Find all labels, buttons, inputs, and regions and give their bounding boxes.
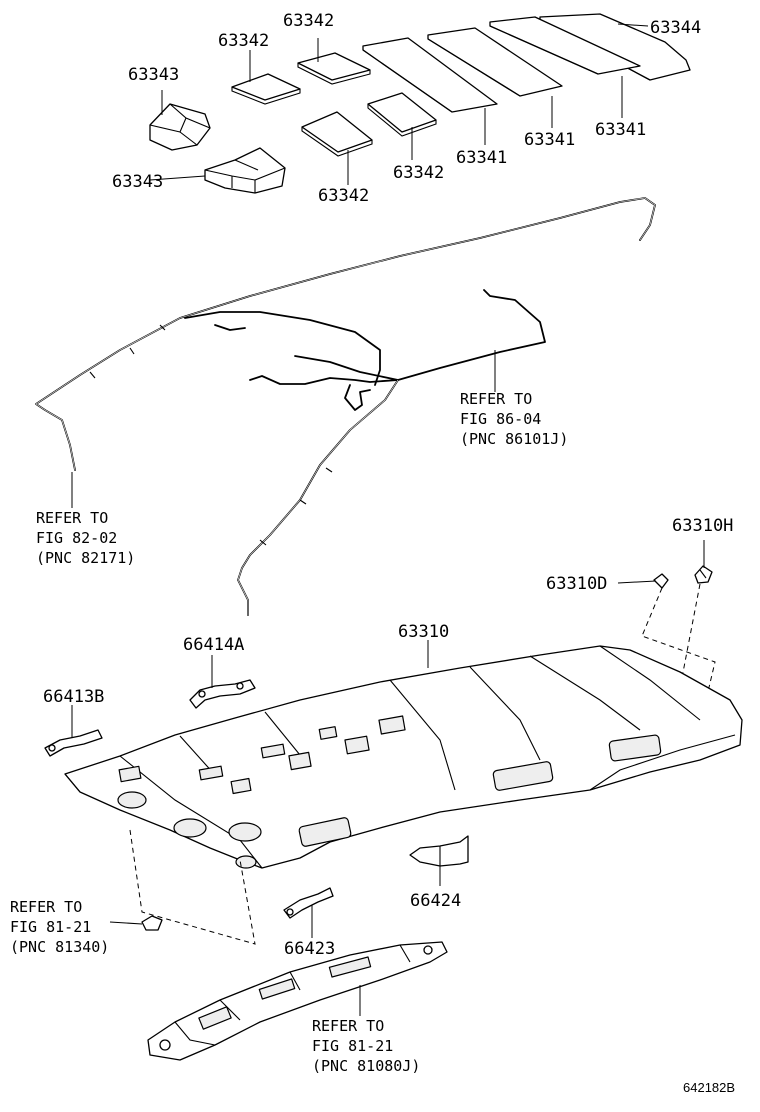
clip-63310D: [653, 573, 669, 589]
clip-63310H: [694, 565, 713, 584]
pad-63341-mid: [427, 27, 563, 97]
diagram-code: 642182B: [683, 1080, 735, 1095]
svg-text:FIG 86-04: FIG 86-04: [460, 410, 541, 428]
label-63343-b: 63343: [112, 172, 163, 192]
label-63342-b: 63342: [218, 31, 269, 51]
block-63343-top: [149, 103, 211, 151]
svg-text:FIG 81-21: FIG 81-21: [10, 918, 91, 936]
dome-lamp: [141, 915, 163, 931]
svg-text:REFER TO: REFER TO: [10, 898, 82, 916]
svg-text:(PNC 81340): (PNC 81340): [10, 938, 109, 956]
label-63342-a: 63342: [283, 11, 334, 31]
svg-text:REFER TO: REFER TO: [36, 509, 108, 527]
label-63342-c: 63342: [318, 186, 369, 206]
roof-wire-harness: [35, 197, 656, 616]
svg-text:(PNC 86101J): (PNC 86101J): [460, 430, 568, 448]
bracket-66413B: [44, 729, 103, 757]
label-66413B: 66413B: [43, 687, 104, 707]
label-63342-d: 63342: [393, 163, 444, 183]
pad-63341-left: [362, 37, 498, 113]
svg-text:FIG 81-21: FIG 81-21: [312, 1037, 393, 1055]
pad-63342-top-right: [297, 52, 371, 85]
bracket-66423: [283, 887, 334, 919]
block-63343-bot: [204, 147, 286, 194]
ref-lamp-left: REFER TO FIG 81-21 (PNC 81340): [10, 898, 109, 956]
label-63341-b: 63341: [524, 130, 575, 150]
label-63310D: 63310D: [546, 574, 607, 594]
pad-63341-right: [489, 16, 641, 75]
svg-text:REFER TO: REFER TO: [460, 390, 532, 408]
ref-console: REFER TO FIG 81-21 (PNC 81080J): [312, 1017, 420, 1075]
svg-text:(PNC 81080J): (PNC 81080J): [312, 1057, 420, 1075]
label-63310: 63310: [398, 622, 449, 642]
svg-text:(PNC 82171): (PNC 82171): [36, 549, 135, 567]
svg-text:REFER TO: REFER TO: [312, 1017, 384, 1035]
label-63310H: 63310H: [672, 516, 733, 536]
pad-63342-top-left: [231, 73, 301, 105]
svg-text:FIG 82-02: FIG 82-02: [36, 529, 117, 547]
pad-63342-bot-left: [301, 111, 373, 157]
label-66423: 66423: [284, 939, 335, 959]
label-63341-a: 63341: [456, 148, 507, 168]
label-63343-a: 63343: [128, 65, 179, 85]
bracket-66414A: [189, 679, 256, 709]
label-63344: 63344: [650, 18, 701, 38]
label-66414A: 66414A: [183, 635, 244, 655]
ref-wire-right: REFER TO FIG 86-04 (PNC 86101J): [460, 390, 568, 448]
ref-wire-left: REFER TO FIG 82-02 (PNC 82171): [36, 509, 135, 567]
label-63341-c: 63341: [595, 120, 646, 140]
label-66424: 66424: [410, 891, 461, 911]
headliner-63310: [64, 645, 743, 869]
bracket-66424: [409, 835, 469, 867]
overhead-console: [147, 941, 448, 1061]
pad-63342-bot-right: [367, 92, 437, 137]
